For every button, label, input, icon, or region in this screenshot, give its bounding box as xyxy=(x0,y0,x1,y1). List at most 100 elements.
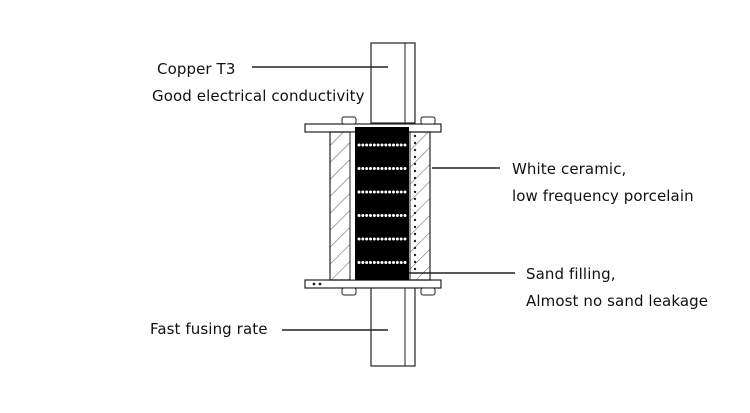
element-dot xyxy=(384,167,388,170)
sand-dot xyxy=(413,183,417,187)
sand-dot xyxy=(413,155,417,159)
element-dot xyxy=(395,167,399,170)
element-dot xyxy=(369,261,372,264)
element-dot xyxy=(392,167,395,170)
element-dot xyxy=(403,214,407,217)
element-dot xyxy=(357,167,361,170)
element-dot xyxy=(388,143,392,147)
element-dot xyxy=(376,143,380,147)
element-dot xyxy=(372,190,376,194)
element-dot xyxy=(361,190,365,194)
element-dot xyxy=(380,143,384,147)
element-dot xyxy=(380,261,384,264)
element-dot xyxy=(372,214,376,217)
element-dot xyxy=(388,261,392,264)
element-dot xyxy=(384,190,388,194)
element-dot xyxy=(357,214,361,217)
element-dot xyxy=(357,190,361,194)
element-dot xyxy=(365,237,369,241)
element-dot xyxy=(399,167,403,170)
element-dot xyxy=(365,214,369,217)
element-dot xyxy=(361,143,365,147)
element-dot xyxy=(365,190,369,194)
element-dot xyxy=(369,143,372,147)
fuse-element xyxy=(355,127,409,280)
element-dot xyxy=(392,214,395,217)
element-dot xyxy=(357,261,361,264)
sand-dot xyxy=(413,260,417,264)
element-dot xyxy=(372,237,376,241)
fusing-label: Fast fusing rate xyxy=(150,320,268,338)
element-dot xyxy=(403,237,407,241)
element-dot xyxy=(395,237,399,241)
sand-filling xyxy=(413,134,417,271)
sand-dot xyxy=(413,169,417,173)
element-dot xyxy=(392,190,395,194)
element-dot xyxy=(376,190,380,194)
element-dot xyxy=(388,214,392,217)
element-dot xyxy=(372,261,376,264)
element-dot xyxy=(361,167,365,170)
element-dot xyxy=(376,214,380,217)
element-dot xyxy=(369,214,372,217)
copper-title-label: Copper T3 xyxy=(157,60,236,78)
element-dot xyxy=(403,143,407,147)
element-dot xyxy=(395,143,399,147)
element-dot xyxy=(376,167,380,170)
element-dot xyxy=(357,237,361,241)
sand-dot xyxy=(413,190,417,194)
element-dot xyxy=(392,143,395,147)
element-dot xyxy=(361,214,365,217)
sand-dot xyxy=(413,134,417,138)
top-copper-terminal xyxy=(370,42,416,124)
element-dot xyxy=(399,143,403,147)
sand-dot xyxy=(413,197,417,201)
ceramic-title-label: White ceramic, xyxy=(512,160,627,178)
copper-desc-label: Good electrical conductivity xyxy=(152,87,365,105)
element-dot xyxy=(403,167,407,170)
sand-dot xyxy=(413,211,417,215)
sand-dot xyxy=(413,204,417,208)
element-dot xyxy=(395,261,399,264)
sand-dot xyxy=(413,232,417,236)
element-dot xyxy=(384,214,388,217)
element-dot xyxy=(365,261,369,264)
element-dot xyxy=(361,261,365,264)
sand-dot xyxy=(413,176,417,180)
sand-desc-label: Almost no sand leakage xyxy=(526,292,709,310)
element-dot xyxy=(357,143,361,147)
element-dot xyxy=(376,261,380,264)
sand-dot xyxy=(413,239,417,243)
element-dot xyxy=(361,237,365,241)
sand-dot xyxy=(413,253,417,257)
element-dot xyxy=(384,261,388,264)
sand-dot xyxy=(413,162,417,166)
element-dot xyxy=(403,261,407,264)
element-dot xyxy=(372,143,376,147)
sand-dot xyxy=(413,246,417,250)
element-dot xyxy=(388,237,392,241)
sand-dot xyxy=(413,141,417,145)
element-dot xyxy=(403,190,407,194)
bottom-copper-terminal xyxy=(370,285,416,367)
element-dot xyxy=(380,237,384,241)
element-dot xyxy=(384,143,388,147)
element-dot xyxy=(395,190,399,194)
sand-title-label: Sand filling, xyxy=(526,265,616,283)
sand-dot xyxy=(413,218,417,222)
ceramic-desc-label: low frequency porcelain xyxy=(512,187,694,205)
element-dot xyxy=(388,190,392,194)
element-dot xyxy=(369,167,372,170)
sand-dot xyxy=(413,225,417,229)
element-dot xyxy=(395,214,399,217)
element-dot xyxy=(365,167,369,170)
element-dot xyxy=(376,237,380,241)
bottom-flange-plate xyxy=(304,279,442,296)
element-dot xyxy=(372,167,376,170)
element-dot xyxy=(399,261,403,264)
sand-dot xyxy=(413,267,417,271)
element-dot xyxy=(380,190,384,194)
element-dot xyxy=(392,261,395,264)
element-dot xyxy=(392,237,395,241)
